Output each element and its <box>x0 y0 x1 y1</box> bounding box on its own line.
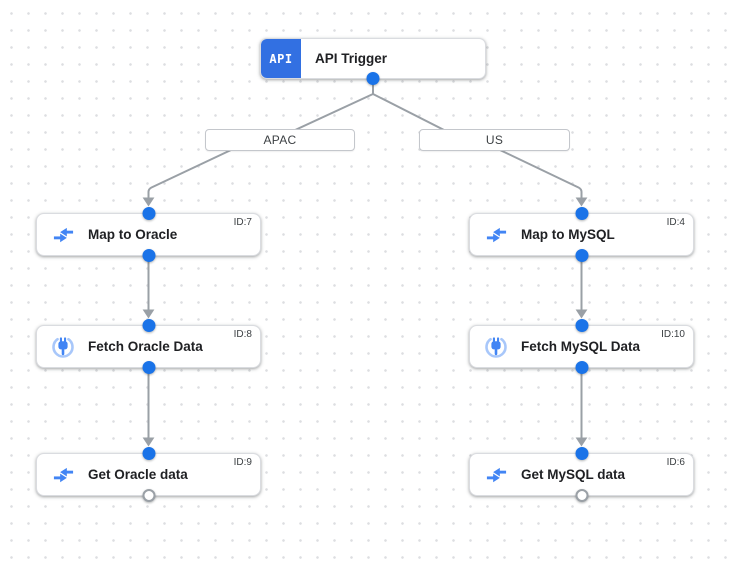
task-id-badge: ID:6 <box>666 457 685 468</box>
task-node-fetch-mysql-data[interactable]: ID:10 Fetch MySQL Data <box>469 319 694 374</box>
input-port[interactable] <box>575 207 588 220</box>
input-port[interactable] <box>142 319 155 332</box>
data-mapping-icon <box>484 463 508 487</box>
task-node-get-oracle-data[interactable]: ID:9 Get Oracle data <box>36 447 261 502</box>
data-mapping-icon <box>51 223 75 247</box>
edge-label-us-text: US <box>485 133 504 147</box>
input-port[interactable] <box>142 447 155 460</box>
task-label: Map to MySQL <box>521 227 615 242</box>
output-port[interactable] <box>142 249 155 262</box>
connector-icon <box>51 335 75 359</box>
task-label: Fetch Oracle Data <box>88 339 203 354</box>
task-node-fetch-oracle-data[interactable]: ID:8 Fetch Oracle Data <box>36 319 261 374</box>
trigger-output-port[interactable] <box>366 72 380 85</box>
task-id-badge: ID:4 <box>666 217 685 228</box>
task-id-badge: ID:9 <box>233 457 252 468</box>
data-mapping-icon <box>484 223 508 247</box>
input-port[interactable] <box>142 207 155 220</box>
output-port[interactable] <box>575 361 588 374</box>
task-label: Fetch MySQL Data <box>521 339 641 354</box>
api-badge-icon: API <box>261 39 301 78</box>
task-id-badge: ID:7 <box>233 217 252 228</box>
task-label: Map to Oracle <box>88 227 178 242</box>
task-node-get-mysql-data[interactable]: ID:6 Get MySQL data <box>469 447 694 502</box>
task-label: Get MySQL data <box>521 467 626 482</box>
output-port[interactable] <box>575 249 588 262</box>
edge-label-apac-text: APAC <box>263 133 297 147</box>
output-port-unconnected[interactable] <box>575 489 588 502</box>
api-badge-text: API <box>269 51 293 66</box>
api-trigger-node[interactable]: API API Trigger <box>260 38 486 85</box>
task-label: Get Oracle data <box>88 467 188 482</box>
output-port[interactable] <box>142 361 155 374</box>
trigger-label: API Trigger <box>315 51 388 66</box>
input-port[interactable] <box>575 447 588 460</box>
edge-label-apac[interactable]: APAC <box>205 129 355 151</box>
task-node-map-to-mysql[interactable]: ID:4 Map to MySQL <box>469 207 694 262</box>
connector-icon <box>484 335 508 359</box>
edge-label-us[interactable]: US <box>419 129 570 151</box>
task-id-badge: ID:10 <box>661 329 685 340</box>
task-node-map-to-oracle[interactable]: ID:7 Map to Oracle <box>36 207 261 262</box>
task-id-badge: ID:8 <box>233 329 252 340</box>
output-port-unconnected[interactable] <box>142 489 155 502</box>
data-mapping-icon <box>51 463 75 487</box>
input-port[interactable] <box>575 319 588 332</box>
